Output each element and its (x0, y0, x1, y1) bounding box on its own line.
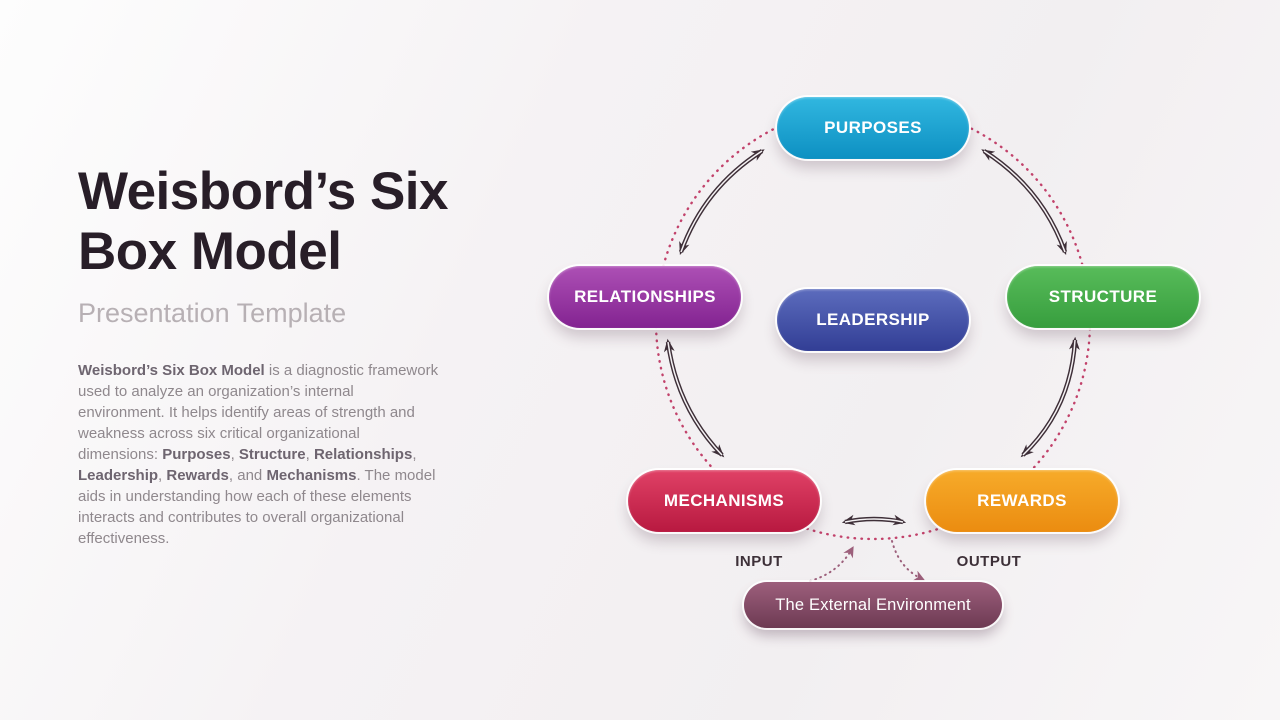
mechanisms-label: MECHANISMS (663, 491, 785, 510)
output-label: OUTPUT (956, 553, 1022, 570)
rewards-label: REWARDS (977, 491, 1067, 510)
relationships-box: RELATIONSHIPS (549, 266, 741, 328)
purposes-label: PURPOSES (824, 118, 922, 137)
subtitle: Presentation Template (78, 298, 347, 328)
arrow-purposes-structure (981, 149, 1068, 256)
arrow-relationships-purposes (678, 149, 765, 256)
structure-label: STRUCTURE (1048, 287, 1158, 306)
description-text: Weisbord’s Six Box Model is a diagnostic… (78, 362, 439, 547)
arrow-relationships-mechanisms (663, 338, 725, 458)
external-environment-label: The External Environment (775, 595, 971, 614)
output-dotted-arrow (891, 540, 925, 581)
structure-box: STRUCTURE (1007, 266, 1199, 328)
leadership-box: LEADERSHIP (777, 289, 969, 351)
rewards-box: REWARDS (926, 470, 1118, 532)
leadership-label: LEADERSHIP (816, 310, 930, 329)
page-title-line1: Weisbord’s Six (78, 162, 449, 221)
arrow-mechanisms-rewards (841, 514, 907, 526)
relationships-label: RELATIONSHIPS (574, 287, 716, 306)
input-label: INPUT (735, 553, 783, 570)
input-dotted-arrow (809, 546, 854, 582)
arrow-structure-rewards (1020, 336, 1080, 458)
purposes-box: PURPOSES (777, 97, 969, 159)
external-environment-box: The External Environment (744, 582, 1002, 628)
mechanisms-box: MECHANISMS (628, 470, 820, 532)
page-title-line2: Box Model (78, 222, 342, 281)
